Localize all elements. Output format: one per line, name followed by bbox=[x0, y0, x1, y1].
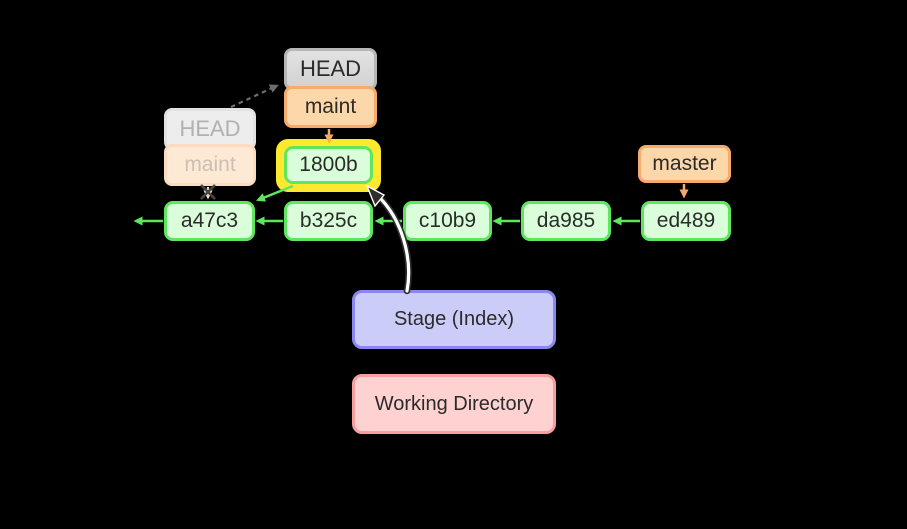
commit-ed489-box: ed489 bbox=[641, 201, 731, 241]
head-move-dashed-arrow bbox=[230, 84, 279, 108]
working-directory-label: Working Directory bbox=[374, 392, 534, 415]
stage-index-box: Stage (Index) bbox=[352, 290, 556, 349]
commit-1800b-label: 1800b bbox=[299, 153, 358, 176]
working-directory-box: Working Directory bbox=[352, 374, 556, 434]
branch-maint-previous-box: maint bbox=[164, 144, 256, 186]
deleted-pointer-x-icon bbox=[200, 184, 216, 200]
commit-da985-label: da985 bbox=[536, 209, 596, 232]
commit-ed489-label: ed489 bbox=[656, 209, 716, 232]
commit-c10b9-label: c10b9 bbox=[418, 209, 477, 232]
branch-maint-label: maint bbox=[304, 95, 357, 118]
commit-c10b9-box: c10b9 bbox=[403, 201, 492, 241]
branch-maint-box: maint bbox=[284, 86, 377, 128]
commit-b325c-box: b325c bbox=[284, 201, 373, 241]
commit-a47c3-box: a47c3 bbox=[164, 201, 255, 241]
head-previous-box: HEAD bbox=[164, 108, 256, 150]
stage-to-commit-arrow bbox=[365, 184, 412, 295]
head-current-label: HEAD bbox=[299, 56, 362, 81]
branch-master-label: master bbox=[652, 152, 717, 175]
branch-maint-previous-label: maint bbox=[184, 153, 236, 176]
head-current-box: HEAD bbox=[284, 48, 377, 90]
branch-master-box: master bbox=[638, 145, 731, 183]
stage-index-label: Stage (Index) bbox=[393, 308, 515, 330]
commit-a47c3-label: a47c3 bbox=[180, 209, 239, 232]
commit-da985-box: da985 bbox=[521, 201, 611, 241]
head-previous-label: HEAD bbox=[179, 116, 241, 141]
commit-1800b-box: 1800b bbox=[284, 146, 373, 184]
commit-b325c-label: b325c bbox=[299, 209, 358, 232]
